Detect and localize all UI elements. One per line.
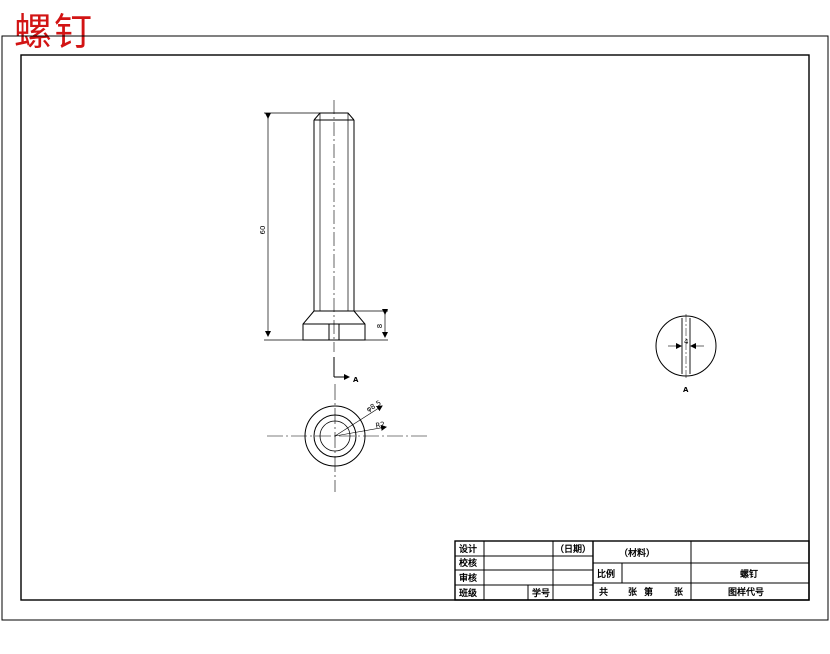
tb-checker: 校核 — [459, 557, 477, 569]
tb-sheets-sheet: 张 — [628, 586, 638, 598]
page-title: 螺钉 — [14, 10, 95, 54]
front-view — [302, 100, 366, 352]
tb-class: 班级 — [459, 587, 478, 599]
tb-sheets-nth: 第 — [644, 586, 653, 598]
tb-sheets-total: 共 — [599, 586, 608, 598]
head-dimension — [354, 309, 388, 341]
tb-date: （日期） — [555, 543, 591, 555]
inner-frame — [20, 54, 810, 601]
title-block — [454, 540, 810, 601]
section-view — [655, 314, 717, 378]
tb-reviewer: 审核 — [459, 572, 477, 584]
section-arrow — [333, 357, 350, 380]
head-dim-text: 8 — [376, 324, 384, 328]
outer-border — [1, 35, 829, 621]
length-dim-text: 60 — [259, 226, 267, 235]
tb-part-name: 螺钉 — [740, 568, 758, 580]
section-dim-text: 4 — [684, 338, 689, 346]
top-view — [267, 384, 427, 492]
top-dim-b: R2 — [375, 420, 386, 429]
tb-scale: 比例 — [597, 568, 615, 580]
section-view-label: A — [683, 386, 689, 394]
tb-material: （材料） — [619, 547, 655, 559]
tb-designer: 设计 — [459, 543, 477, 555]
length-dimension — [264, 112, 320, 341]
tb-sheets-sheet2: 张 — [674, 586, 684, 598]
tb-drawing-no: 图样代号 — [728, 586, 764, 598]
tb-student-no: 学号 — [532, 587, 550, 599]
section-arrow-label: A — [353, 376, 359, 384]
